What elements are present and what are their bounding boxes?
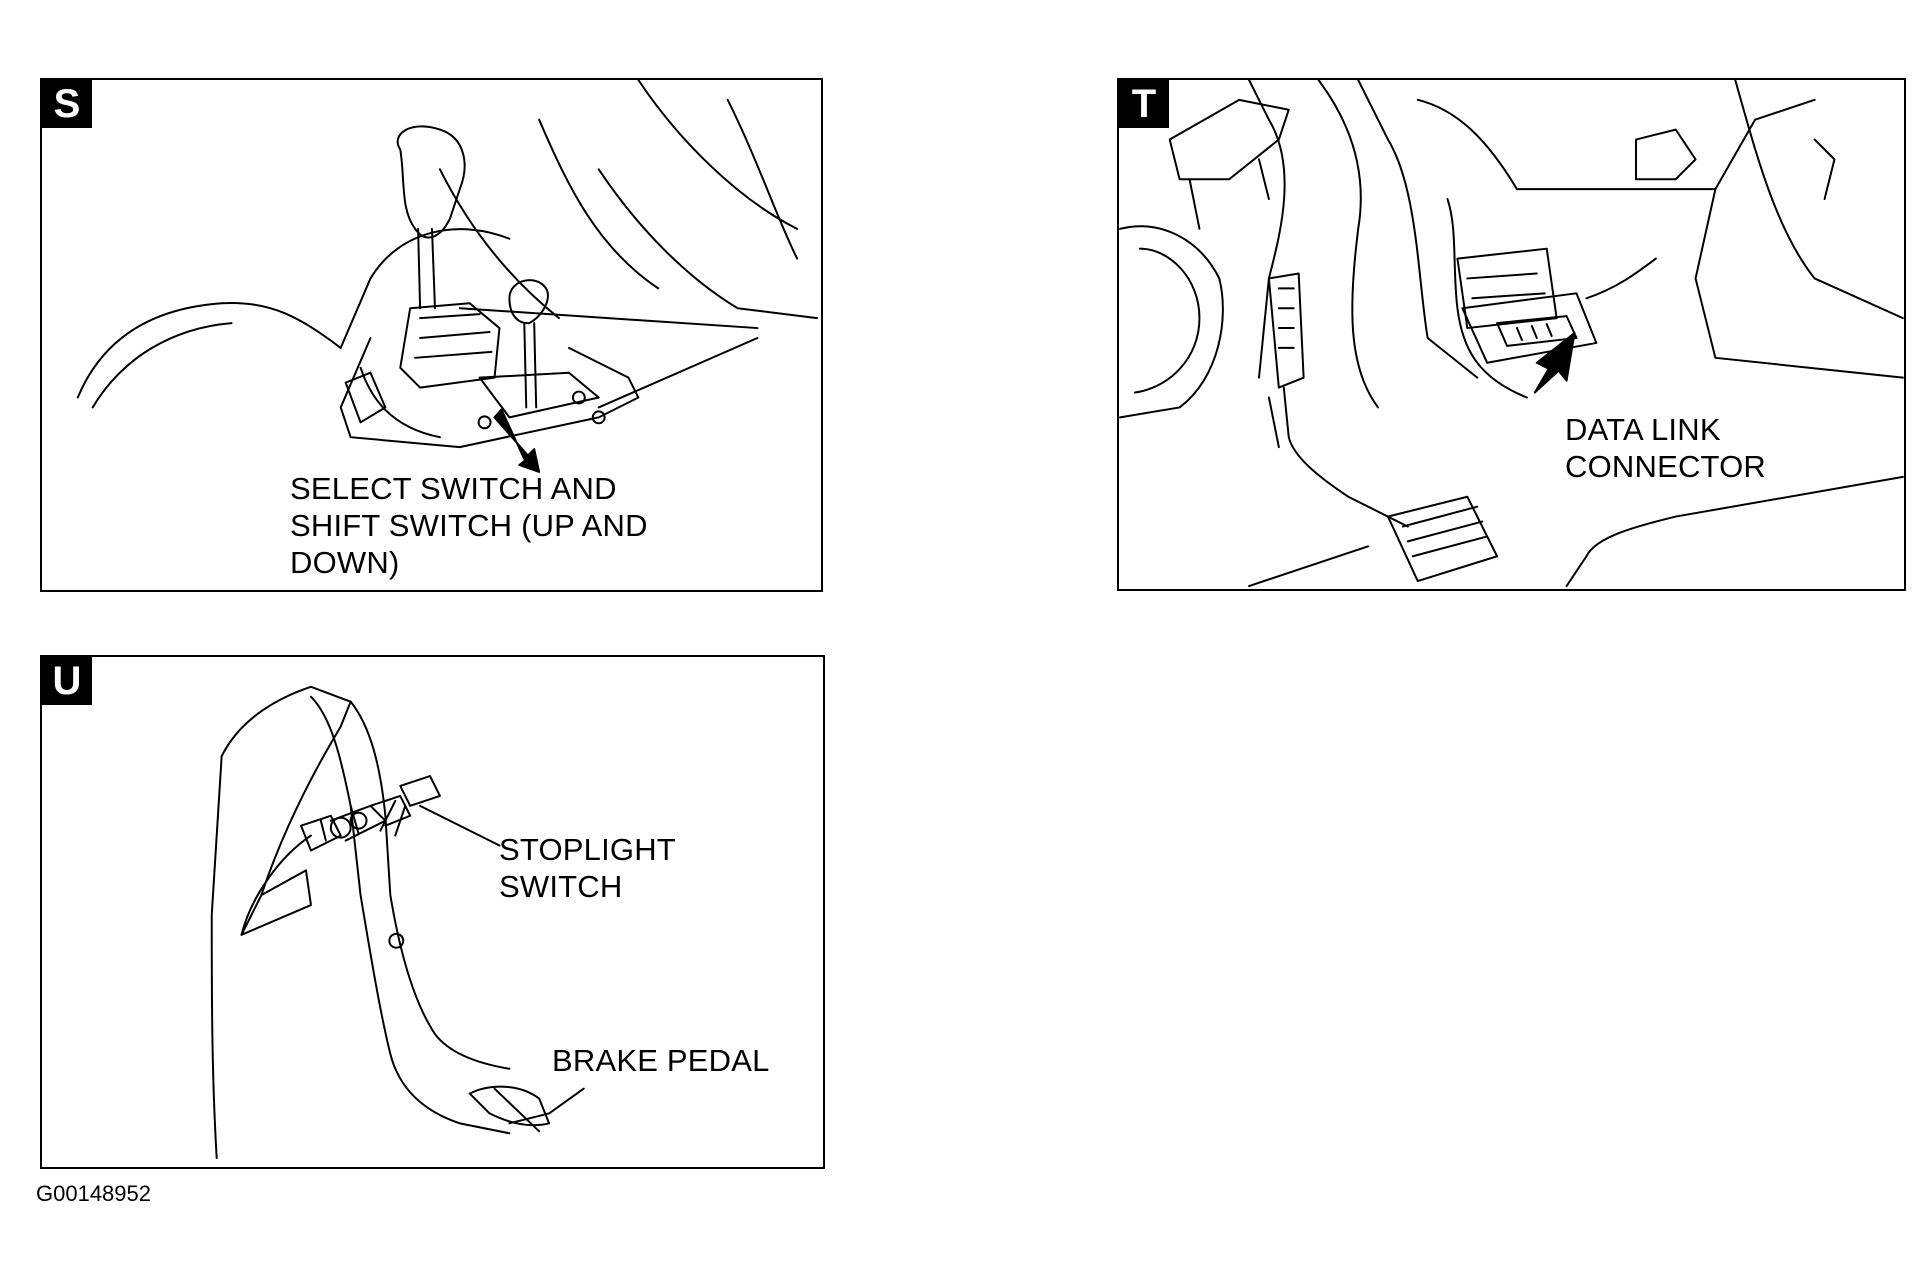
panel-t-tag: T [1119,80,1169,128]
select-switch-label: SELECT SWITCH AND SHIFT SWITCH (UP AND D… [290,471,648,580]
panel-t: T DATA LINK CONNECTOR [1117,78,1906,591]
data-link-connector-label: DATA LINK CONNECTOR [1565,412,1767,484]
shift-lever-illustration [76,80,818,473]
panel-u: U STOPLIGHT SWITCH BRAKE PEDAL [40,655,825,1169]
stoplight-switch-label: STOPLIGHT SWITCH [499,832,676,904]
panel-s: S SELECT SWITCH AND SHIFT SWITCH (UP AND… [40,78,823,592]
data-link-connector-illustration [1119,80,1904,588]
panel-s-tag: S [42,80,92,128]
panel-u-tag: U [42,657,92,705]
figure-id: G00148952 [36,1181,151,1206]
brake-pedal-illustration [210,685,585,1160]
brake-pedal-label: BRAKE PEDAL [552,1043,770,1078]
